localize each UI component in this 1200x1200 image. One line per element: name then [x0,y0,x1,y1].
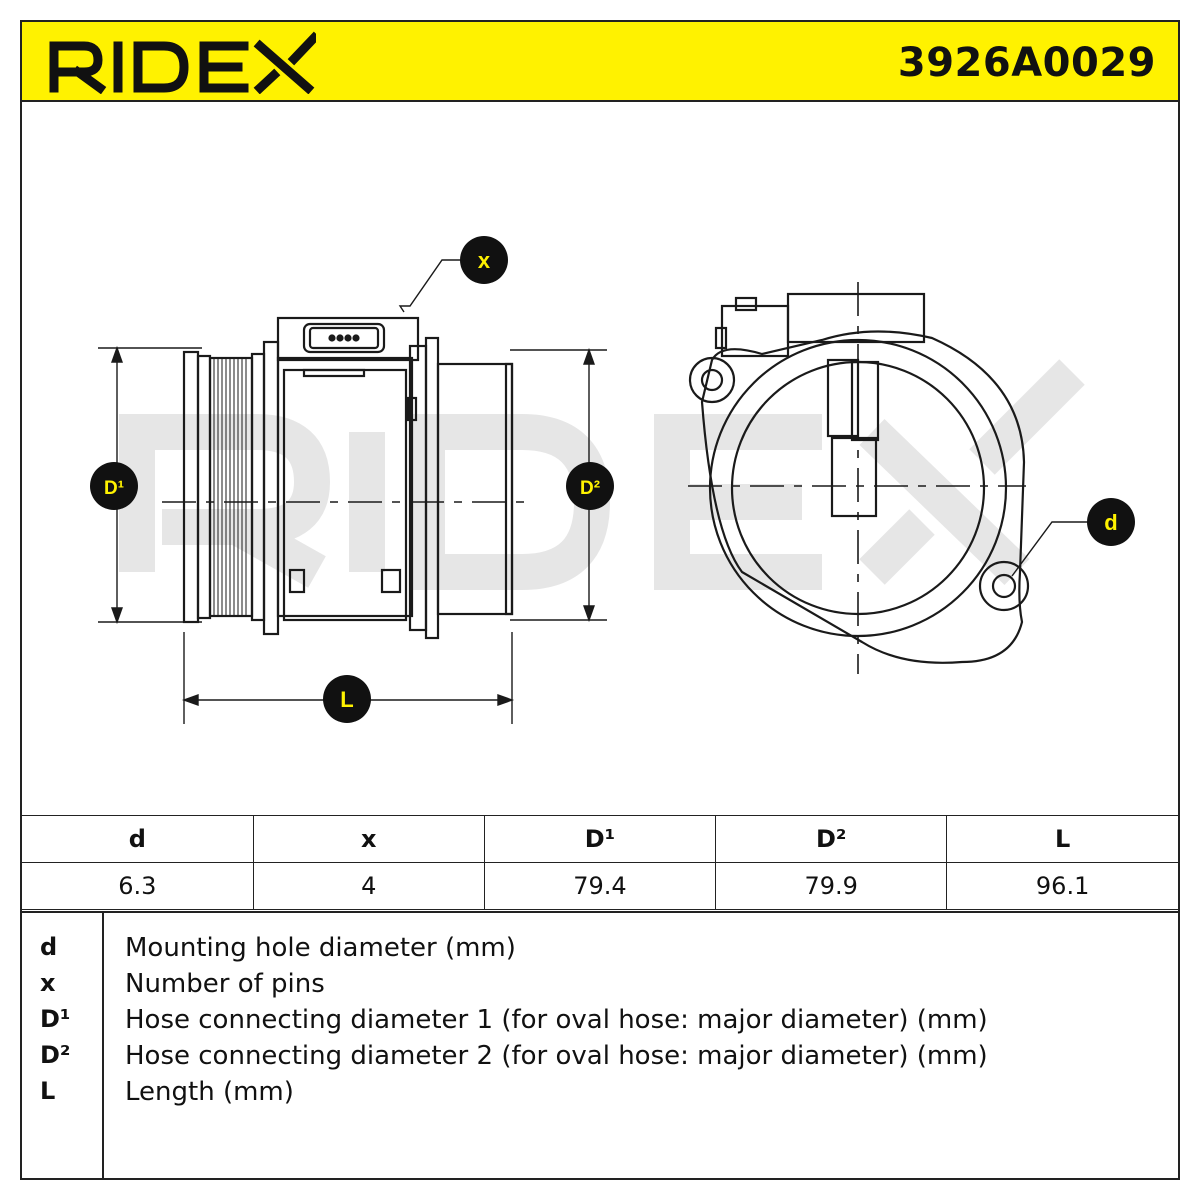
legend-description: Hose connecting diameter 2 (for oval hos… [125,1041,988,1071]
spec-col-l: L [946,815,1178,863]
callout-x-label: x [478,248,491,273]
legend-description: Hose connecting diameter 1 (for oval hos… [125,1005,988,1035]
centerline-front [688,282,1026,674]
watermark-logo [119,359,1085,590]
legend-symbol: D² [40,1041,71,1069]
header-bar: 3926A0029 [22,22,1178,102]
legend-symbol: D¹ [40,1005,71,1033]
technical-drawing: x D¹ D² L d [90,236,1135,724]
legend: d Mounting hole diameter (mm) x Number o… [22,911,1178,1180]
callout-d1: D¹ [90,462,138,510]
spec-col-d: d [22,815,254,863]
legend-row-d1: D¹ Hose connecting diameter 1 (for oval … [22,1005,1178,1041]
legend-symbol: x [40,969,56,997]
legend-row-l: L Length (mm) [22,1077,1178,1113]
callout-l-label: L [340,687,353,712]
front-view [688,292,1030,664]
callout-x: x [460,236,508,284]
legend-symbol: L [40,1077,56,1105]
spec-value-d: 6.3 [22,862,254,910]
spec-col-d1: D¹ [483,815,717,863]
callout-d1-label: D¹ [104,478,124,499]
spec-value-row: 6.3 4 79.4 79.9 96.1 [22,862,1178,910]
ridex-logo [49,31,316,94]
part-number: 3926A0029 [897,40,1156,86]
leader-x [398,259,484,313]
spec-header-row: d x D¹ D² L [22,815,1178,863]
callout-d2-label: D² [580,478,600,499]
spec-col-x: x [252,815,485,863]
spec-col-d2: D² [715,815,948,863]
legend-description: Number of pins [125,969,325,999]
spec-table: d x D¹ D² L 6.3 4 79.4 79.9 96.1 [22,815,1178,910]
legend-description: Length (mm) [125,1077,294,1107]
spec-value-d2: 79.9 [715,862,948,910]
legend-row-d2: D² Hose connecting diameter 2 (for oval … [22,1041,1178,1077]
spec-value-l: 96.1 [946,862,1178,910]
callout-l: L [323,675,371,723]
legend-divider [102,913,104,1180]
legend-row-x: x Number of pins [22,969,1178,1005]
legend-row-d: d Mounting hole diameter (mm) [22,933,1178,969]
callout-d: d [1087,498,1135,546]
legend-description: Mounting hole diameter (mm) [125,933,516,963]
callout-d-label: d [1104,510,1117,535]
spec-value-d1: 79.4 [483,862,717,910]
datasheet: 3926A0029 [20,20,1180,1180]
spec-value-x: 4 [252,862,485,910]
callout-d2: D² [566,462,614,510]
legend-symbol: d [40,933,58,961]
leader-d [1011,521,1088,577]
